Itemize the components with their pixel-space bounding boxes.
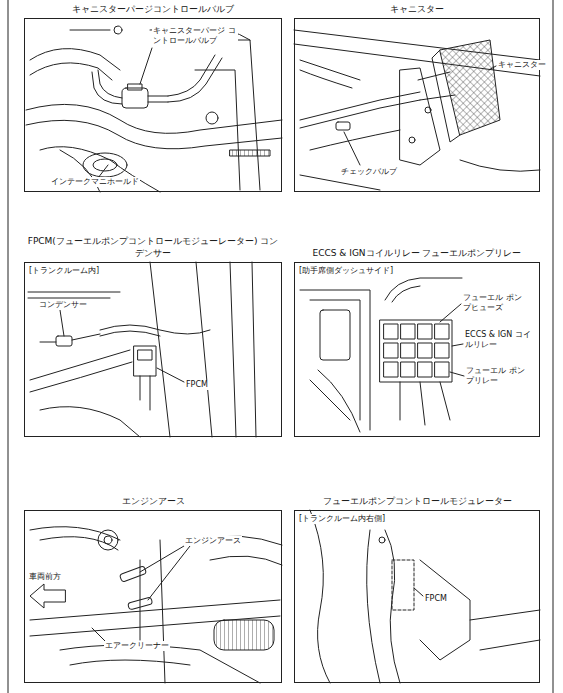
relay-cell xyxy=(418,343,432,358)
page-frame xyxy=(553,0,554,693)
relay-cell xyxy=(401,343,415,358)
part-label: FPCM xyxy=(185,380,209,390)
relay-cell xyxy=(384,324,398,339)
panel-title: FPCM(フューエルポンプコントロールモジューレーター) コンデンサー xyxy=(25,235,281,259)
part-label: キャニスター xyxy=(497,60,547,70)
figure-panel: キャニスター xyxy=(294,18,540,192)
front-arrow xyxy=(30,584,65,608)
fpcm-trunk-art xyxy=(310,510,540,683)
panel-title: ECCS & IGNコイルリレー フューエルポンプリレー xyxy=(295,247,539,259)
part-label: フューエル ポンプリレー xyxy=(465,366,529,386)
relay-cell xyxy=(435,343,449,358)
relay-cell xyxy=(435,324,449,339)
fpcm-condenser-art xyxy=(28,262,256,437)
relay-cell xyxy=(384,362,398,377)
leader-line xyxy=(140,546,190,600)
relay-cell xyxy=(384,343,398,358)
leader-line xyxy=(450,372,464,376)
leader-line xyxy=(344,132,360,165)
relay-cell xyxy=(418,362,432,377)
part-label: コンデンサー xyxy=(38,300,88,310)
relay-cell xyxy=(401,362,415,377)
relay-cell xyxy=(401,324,415,339)
leader-line xyxy=(92,628,106,642)
relay-art xyxy=(300,278,464,432)
engine-ground-art xyxy=(30,527,282,683)
leader-line xyxy=(452,344,463,346)
figure-panel: エンジンアース xyxy=(24,510,282,683)
leader-line xyxy=(440,304,461,322)
part-label: [助手席側ダッシュサイド] xyxy=(298,266,394,276)
panel-title: エンジンアース xyxy=(25,495,281,507)
leader-line xyxy=(414,588,423,596)
part-label: 車両前方 xyxy=(28,572,62,582)
part-label: エンジンアース xyxy=(184,536,242,546)
part-label: キャニスターパージ コントロールバルブ xyxy=(152,26,238,46)
leader-line xyxy=(140,48,152,84)
purge-valve-art xyxy=(26,26,282,192)
part-label: FPCM xyxy=(424,594,448,604)
part-label: [トランクルーム内] xyxy=(28,266,100,276)
part-label: [トランクルーム内右側] xyxy=(298,514,386,524)
part-label: ECCS & IGN コイルリレー xyxy=(464,330,532,350)
relay-cell xyxy=(418,324,432,339)
part-label: エアークリーナー xyxy=(104,641,170,651)
panel-title: キャニスターパージコントロールバルブ xyxy=(25,3,281,15)
canister-art xyxy=(294,30,540,190)
part-label: フューエル ポンプヒューズ xyxy=(462,293,526,313)
relay-cell xyxy=(435,362,449,377)
leader-line xyxy=(60,310,64,336)
leader-line xyxy=(157,368,184,382)
panel-title: フューエルポンプコントロールモジュレーター xyxy=(295,495,539,507)
part-label: インテークマニホールド xyxy=(50,177,140,187)
figure-panel: FPCM(フューエルポンプコントロールモジューレーター) コンデンサー xyxy=(24,262,282,437)
part-label: チェックバルブ xyxy=(340,167,398,177)
page-frame xyxy=(8,0,9,693)
leader-line xyxy=(489,66,496,70)
panel-title: キャニスター xyxy=(295,3,539,15)
figure-panel: フューエルポンプコントロールモジュレーター xyxy=(294,510,540,683)
